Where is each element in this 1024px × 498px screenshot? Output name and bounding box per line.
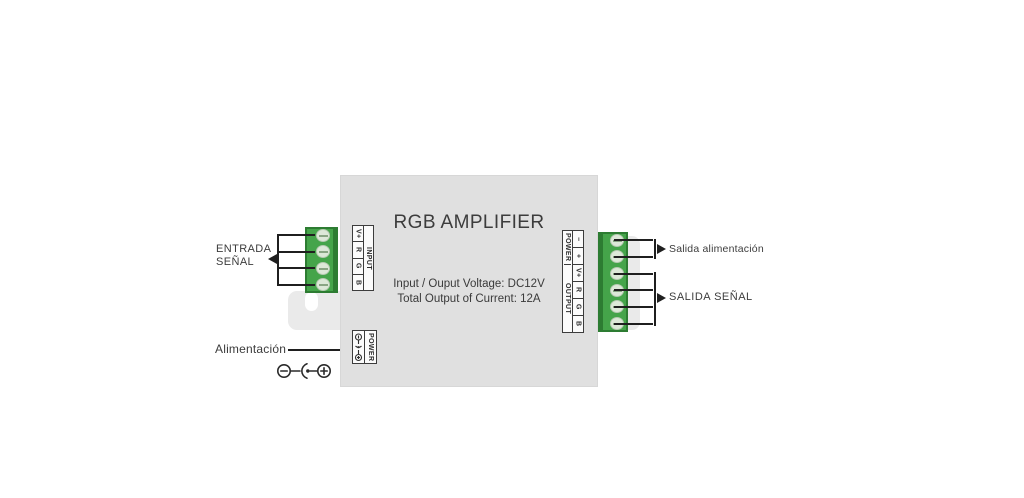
lead-line	[614, 273, 653, 275]
terminal-screw	[316, 278, 330, 291]
signal-output-label: SALIDA SEÑAL	[669, 291, 753, 303]
amplifier-body	[340, 175, 598, 387]
output-pin-label: R	[573, 282, 583, 299]
lead-line	[279, 284, 315, 286]
input-label-box: V+ R G B INPUT	[352, 225, 374, 291]
signal-output-bracket	[654, 272, 656, 326]
output-pin-label: B	[574, 321, 582, 327]
screw-slot	[318, 250, 328, 253]
input-label: INPUT	[365, 246, 372, 270]
dc-polarity-icon	[277, 363, 331, 379]
power-jack-polarity-icon	[353, 331, 364, 363]
lead-line	[279, 251, 315, 253]
input-pin-column: V+ R G B	[353, 226, 364, 290]
output-pin-column: − + V+ R G B	[573, 231, 583, 332]
screw-slot	[318, 283, 328, 286]
power-pin-label: +	[573, 248, 583, 265]
device-title: RGB AMPLIFIER	[393, 212, 545, 233]
arrow-right-icon	[657, 244, 666, 254]
input-pin-label: G	[353, 259, 363, 275]
input-bracket	[277, 234, 279, 286]
output-pin-label: V+	[573, 265, 583, 282]
output-terminal-block	[598, 232, 628, 332]
power-jack-name: POWER	[364, 331, 376, 363]
lead-line	[279, 267, 315, 269]
power-input-label: Alimentación	[215, 342, 287, 356]
screw-slot	[318, 234, 328, 237]
lead-line	[614, 306, 653, 308]
input-pin-label: B	[354, 279, 362, 286]
lead-line	[614, 289, 653, 291]
input-pin-label: R	[353, 242, 363, 259]
spec-voltage: Input / Ouput Voltage: DC12V	[393, 278, 545, 290]
screw-slot	[318, 267, 328, 270]
lead-line	[279, 234, 315, 236]
terminal-screw	[316, 245, 330, 258]
terminal-screw	[316, 262, 330, 275]
power-lead-line	[288, 349, 340, 351]
power-section-label: POWER	[564, 231, 571, 266]
mounting-slot	[305, 292, 318, 311]
output-name-column: POWER OUTPUT	[563, 231, 573, 332]
power-jack-box: POWER	[352, 330, 377, 364]
terminal-screw	[316, 229, 330, 242]
spec-current: Total Output of Current: 12A	[397, 293, 541, 305]
input-name-column: INPUT	[364, 226, 373, 290]
input-terminal-block	[305, 227, 338, 293]
arrow-right-icon	[657, 293, 666, 303]
power-output-bracket	[654, 239, 656, 259]
arrow-left-icon	[268, 254, 277, 264]
output-label-box: POWER OUTPUT − + V+ R G B	[562, 230, 584, 333]
lead-line	[614, 323, 653, 325]
output-pin-label: G	[573, 299, 583, 316]
output-section-label: OUTPUT	[564, 283, 571, 315]
input-signal-label: ENTRADA SEÑAL	[216, 243, 272, 268]
power-pin-label: −	[573, 231, 583, 248]
power-output-label: Salida alimentación	[669, 243, 764, 255]
device-specs: Input / Ouput Voltage: DC12V Total Outpu…	[340, 277, 598, 307]
input-pin-label: V+	[353, 226, 363, 243]
mounting-ear-left	[288, 291, 348, 330]
lead-line	[614, 239, 653, 241]
lead-line	[614, 256, 653, 258]
